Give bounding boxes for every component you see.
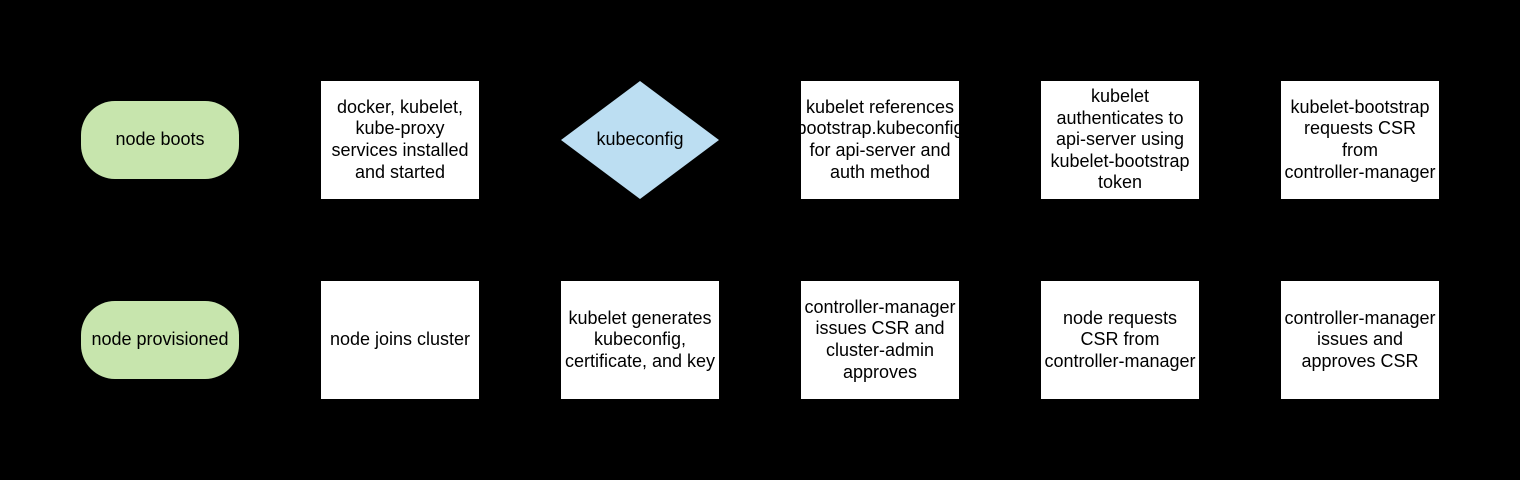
kubelet-authenticates-to-api-server-process: kubelet authenticates to api-server usin… bbox=[1041, 81, 1199, 199]
node-joins-cluster-process: node joins cluster bbox=[321, 281, 479, 399]
node-label: node provisioned bbox=[91, 329, 229, 350]
services-installed-process: docker, kubelet, kube-proxy services ins… bbox=[321, 81, 479, 199]
node-label: node boots bbox=[115, 129, 205, 150]
node-label: node joins cluster bbox=[329, 329, 471, 350]
node-label: kubeconfig bbox=[596, 129, 684, 150]
node-requests-csr-process: node requests CSR from controller-manage… bbox=[1041, 281, 1199, 399]
node-label: controller-manager issues CSR and cluste… bbox=[804, 296, 956, 382]
node-label: controller-manager issues and approves C… bbox=[1284, 307, 1436, 371]
kubelet-generates-kubeconfig-process: kubelet generates kubeconfig, certificat… bbox=[561, 281, 719, 399]
node-label: kubelet-bootstrap requests CSR from cont… bbox=[1284, 96, 1436, 182]
node-label: kubelet references bootstrap.kubeconfig … bbox=[801, 96, 959, 182]
node-provisioned-terminator: node provisioned bbox=[81, 301, 239, 379]
node-boots-terminator: node boots bbox=[81, 101, 239, 179]
kubeconfig-decision-diamond: kubeconfig bbox=[561, 81, 719, 199]
node-label: kubelet authenticates to api-server usin… bbox=[1050, 86, 1190, 193]
kubelet-bootstrap-requests-csr-process: kubelet-bootstrap requests CSR from cont… bbox=[1281, 81, 1439, 199]
node-label: docker, kubelet, kube-proxy services ins… bbox=[331, 96, 469, 182]
controller-manager-issues-and-approves-csr-process: controller-manager issues and approves C… bbox=[1281, 281, 1439, 399]
kubelet-references-bootstrap-kubeconfig-process: kubelet references bootstrap.kubeconfig … bbox=[801, 81, 959, 199]
node-label: node requests CSR from controller-manage… bbox=[1044, 307, 1196, 371]
controller-manager-issues-csr-cluster-admin-approves-process: controller-manager issues CSR and cluste… bbox=[801, 281, 959, 399]
node-label: kubelet generates kubeconfig, certificat… bbox=[564, 307, 716, 371]
